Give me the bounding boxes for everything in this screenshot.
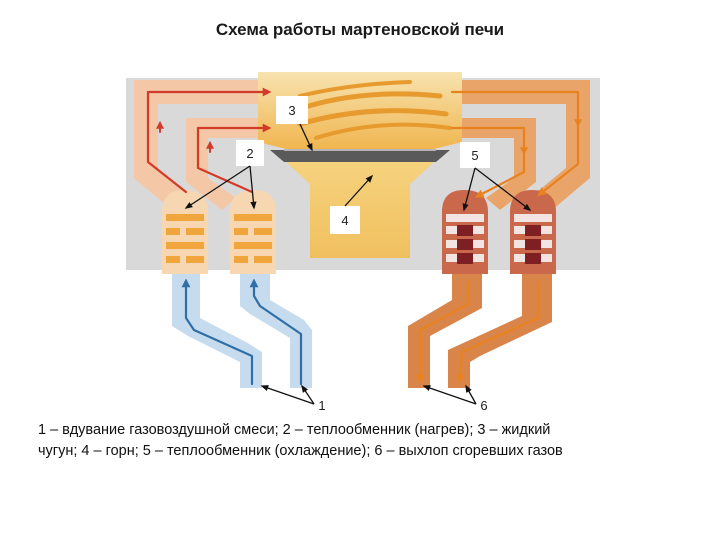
exhaust-duct-outer xyxy=(408,274,482,388)
left-regenerators xyxy=(162,190,276,274)
checker-bricks-right-1 xyxy=(446,214,484,264)
arrow-cold-in-1 xyxy=(181,278,254,386)
arrow-hot-up-1 xyxy=(146,87,272,194)
hot-ducts-right xyxy=(458,80,590,210)
arrow-cold-in-2 xyxy=(249,278,303,386)
checker-bricks-right-2 xyxy=(514,214,552,264)
leader-1a xyxy=(260,385,315,405)
flow-arrows xyxy=(146,87,582,386)
arrow-exhaust-down-1 xyxy=(450,90,580,197)
callout-label-5: 5 xyxy=(471,148,478,163)
callout-label-2: 2 xyxy=(246,146,253,161)
right-regenerators xyxy=(442,190,556,274)
diagram-title: Схема работы мартеновской печи xyxy=(215,20,505,39)
legend-caption: 1 – вдувание газовоздушной смеси; 2 – те… xyxy=(38,420,698,462)
liquid-iron-bath xyxy=(270,150,450,162)
arrow-exhaust-out-2 xyxy=(455,280,540,384)
leader-5a xyxy=(462,167,476,212)
callouts: 3 2 5 4 1 6 xyxy=(184,96,532,413)
flame-stroke-1 xyxy=(293,91,443,113)
leader-2b xyxy=(249,165,257,210)
checker-bricks-left-1 xyxy=(166,214,204,263)
arrow-hot-up-2 xyxy=(196,123,272,194)
callout-box-2 xyxy=(236,140,264,166)
regenerator-left-2 xyxy=(230,190,276,274)
callout-box-3 xyxy=(276,96,308,124)
inner-exhaust-duct-top xyxy=(458,118,536,210)
checker-bricks-left-2 xyxy=(234,214,272,263)
flame-stroke-4 xyxy=(298,80,412,98)
callout-box-4 xyxy=(330,206,360,234)
callout-label-6: 6 xyxy=(480,398,487,413)
leader-6b xyxy=(465,384,477,405)
leader-4 xyxy=(344,174,374,207)
exhaust-duct-inner xyxy=(448,274,552,388)
cold-inlet-ducts xyxy=(172,274,312,388)
leader-3 xyxy=(299,123,313,152)
callout-label-1: 1 xyxy=(318,398,325,413)
leader-1b xyxy=(301,384,315,405)
furnace-chamber xyxy=(258,72,462,258)
leader-2a xyxy=(184,165,251,209)
leader-6a xyxy=(422,385,477,405)
furnace-diagram: 3 2 5 4 1 6 xyxy=(126,72,600,413)
callout-label-3: 3 xyxy=(288,103,295,118)
cold-duct-outer xyxy=(172,274,262,388)
caption-line-1: 1 – вдувание газовоздушной смеси; 2 – те… xyxy=(38,422,551,438)
regenerator-left-1 xyxy=(162,190,208,274)
arrow-exhaust-out-1 xyxy=(415,280,470,384)
inner-hot-duct xyxy=(186,118,262,210)
flame-stroke-2 xyxy=(297,108,449,127)
exhaust-outlet-ducts xyxy=(408,274,552,388)
outer-exhaust-duct-top xyxy=(458,80,590,210)
caption-line-2: чугун; 4 – горн; 5 – теплообменник (охла… xyxy=(38,443,563,459)
leader-5b xyxy=(474,167,532,211)
callout-label-4: 4 xyxy=(341,213,348,228)
callout-box-5 xyxy=(460,142,490,168)
flame-stroke-3 xyxy=(314,122,452,140)
